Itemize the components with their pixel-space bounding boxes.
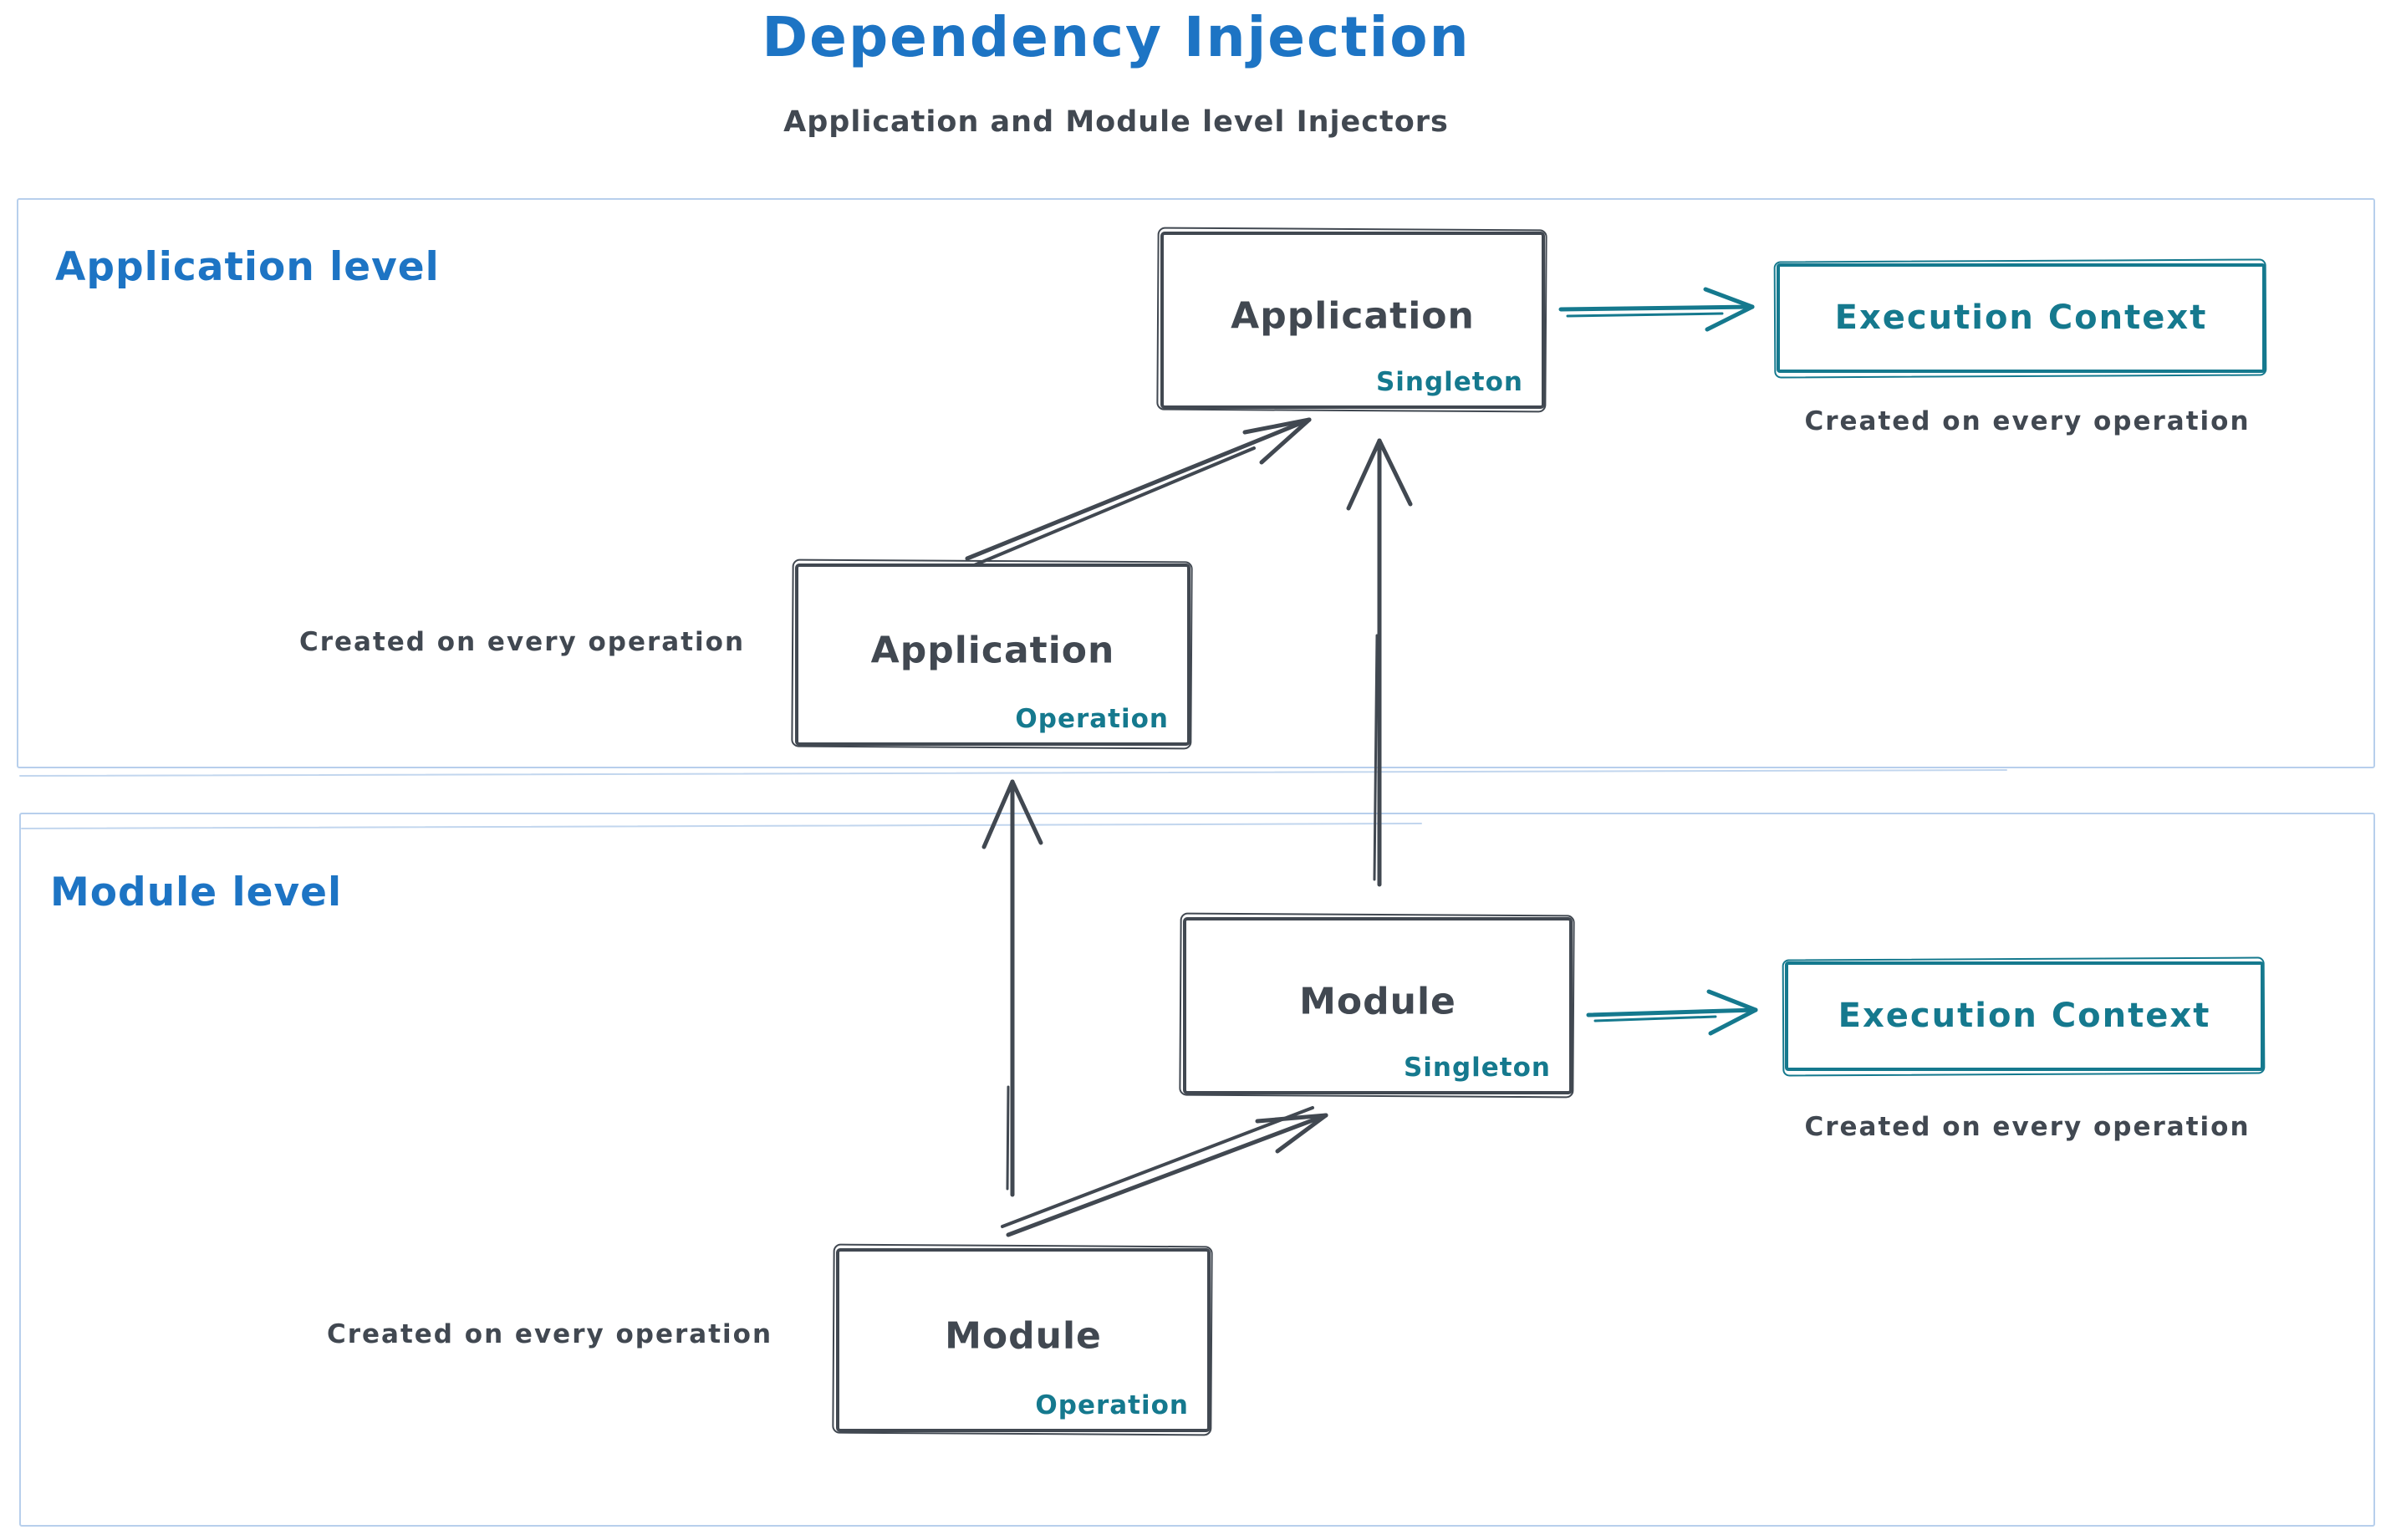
node-application-operation-tag: Operation xyxy=(1015,704,1169,734)
section-module-level-label: Module level xyxy=(50,869,343,915)
node-module-operation-tag: Operation xyxy=(1035,1390,1189,1420)
caption-application-operation: Created on every operation xyxy=(298,627,746,657)
node-module-operation-title: Module xyxy=(945,1314,1102,1358)
node-module-singleton: Module Singleton xyxy=(1183,917,1573,1094)
node-application-operation-title: Application xyxy=(870,629,1115,672)
node-application-singleton-title: Application xyxy=(1231,294,1475,338)
page-title: Dependency Injection xyxy=(762,5,1471,69)
node-execution-context-module: Execution Context xyxy=(1785,961,2264,1071)
caption-module-operation: Created on every operation xyxy=(326,1319,773,1349)
node-module-singleton-tag: Singleton xyxy=(1403,1053,1551,1083)
caption-execution-context-module: Created on every operation xyxy=(1804,1112,2251,1142)
node-application-singleton: Application Singleton xyxy=(1160,232,1545,409)
caption-execution-context-application: Created on every operation xyxy=(1804,406,2251,436)
page-subtitle: Application and Module level Injectors xyxy=(783,105,1449,139)
node-execution-context-application-title: Execution Context xyxy=(1834,298,2208,337)
section-application-level-label: Application level xyxy=(55,244,440,290)
section-module-level xyxy=(19,813,2375,1527)
node-execution-context-module-title: Execution Context xyxy=(1838,996,2211,1035)
node-application-operation: Application Operation xyxy=(795,563,1190,746)
node-module-singleton-title: Module xyxy=(1299,980,1456,1023)
node-execution-context-application: Execution Context xyxy=(1777,263,2266,373)
node-application-singleton-tag: Singleton xyxy=(1375,367,1523,397)
section-application-level xyxy=(17,198,2375,768)
node-module-operation: Module Operation xyxy=(836,1248,1211,1432)
